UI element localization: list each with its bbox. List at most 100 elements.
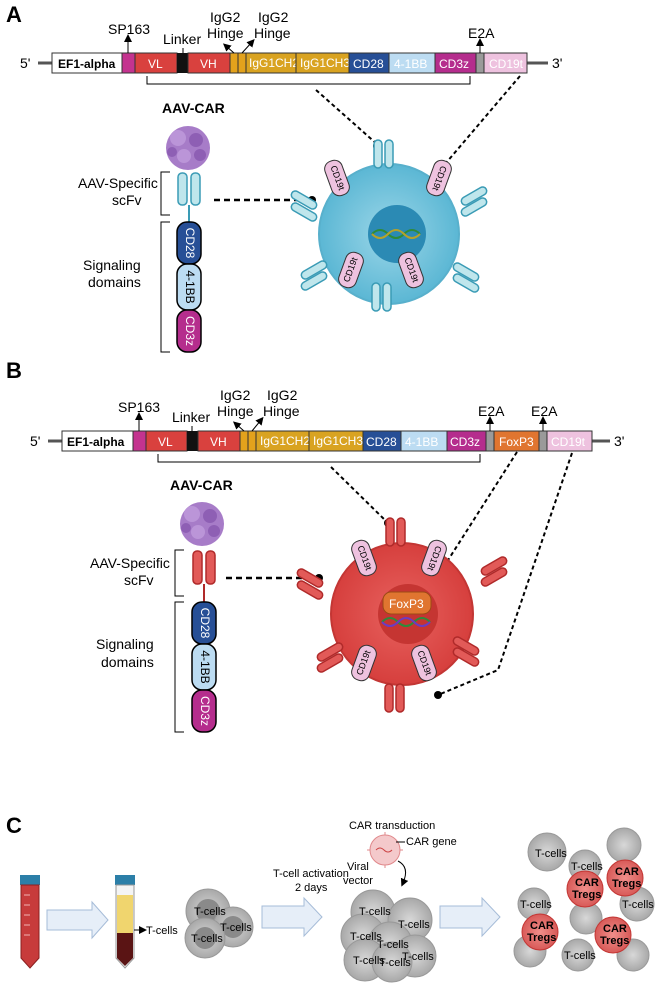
blood-tube-icon bbox=[20, 875, 40, 969]
sp163-segment bbox=[121, 52, 136, 74]
tcell-label-1: T-cells bbox=[194, 906, 226, 918]
scfv-label-1: AAV-Specific bbox=[78, 175, 158, 191]
activation-label-1: T-cell activation bbox=[273, 868, 349, 880]
hinge2-segment bbox=[237, 52, 247, 74]
arrow-3 bbox=[439, 896, 501, 938]
e2a-label-b2: E2A bbox=[531, 403, 558, 419]
car-a: AAV-CAR CD28 4-1BB CD3z AAV-Specific scF… bbox=[78, 100, 225, 353]
car-gene-label: CAR gene bbox=[406, 836, 457, 848]
ef1-alpha-label-b: EF1-alpha bbox=[67, 435, 125, 449]
five-prime-label-b: 5' bbox=[30, 433, 40, 449]
viral-label-1: Viral bbox=[347, 861, 369, 873]
panel-a-letter: A bbox=[6, 2, 22, 27]
activation-label-2: 2 days bbox=[295, 882, 328, 894]
hinge1-segment bbox=[229, 52, 239, 74]
tcell-label-15: T-cells bbox=[564, 950, 596, 962]
aav-car-label: AAV-CAR bbox=[162, 100, 225, 116]
cd3z-label: CD3z bbox=[439, 57, 469, 71]
car-b: AAV-CAR CD28 4-1BB CD3z AAV-Specific scF… bbox=[90, 477, 233, 733]
car-label-4: CAR bbox=[603, 923, 627, 935]
foxp3-label-b: FoxP3 bbox=[499, 435, 534, 449]
vl-label-b: VL bbox=[158, 435, 173, 449]
five-prime-label: 5' bbox=[20, 55, 30, 71]
4-1bb-label: 4-1BB bbox=[394, 57, 427, 71]
ch3-label-b: IgG1CH3 bbox=[313, 434, 363, 448]
ch3-label: IgG1CH3 bbox=[300, 56, 350, 70]
tregs-label-4: Tregs bbox=[600, 935, 629, 947]
tcell-label-9: T-cells bbox=[353, 955, 385, 967]
tcell-cluster-2: T-cells T-cells T-cells T-cells T-cells … bbox=[340, 889, 437, 983]
tcell-label-12: T-cells bbox=[571, 861, 603, 873]
car-cd3z-label: CD3z bbox=[183, 316, 197, 346]
car-b-4-1bb-label: 4-1BB bbox=[198, 650, 212, 683]
tregs-label-3: Tregs bbox=[527, 932, 556, 944]
ch2-label-b: IgG1CH2 bbox=[260, 434, 310, 448]
tcell-label-10: T-cells bbox=[379, 957, 411, 969]
car-label-1: CAR bbox=[575, 877, 599, 889]
arrow-2 bbox=[261, 896, 323, 938]
tcell-label-8: T-cells bbox=[402, 951, 434, 963]
sp163-label: SP163 bbox=[108, 21, 150, 37]
transduction-label: CAR transduction bbox=[349, 820, 435, 832]
foxp3-nucleus-label: FoxP3 bbox=[389, 597, 424, 611]
cd19t-label-b: CD19t bbox=[551, 435, 586, 449]
e2a-segment bbox=[475, 52, 485, 74]
vh-label-b: VH bbox=[210, 435, 227, 449]
separated-tube-icon bbox=[115, 875, 135, 969]
linker-label-b: Linker bbox=[172, 409, 210, 425]
aav-capsid-icon bbox=[166, 126, 210, 170]
signaling-label-b2: domains bbox=[101, 654, 154, 670]
panel-c-letter: C bbox=[6, 813, 22, 838]
signaling-label-2: domains bbox=[88, 274, 141, 290]
aav-car-label-b: AAV-CAR bbox=[170, 477, 233, 493]
car-4-1bb-label: 4-1BB bbox=[183, 270, 197, 303]
construct-b: 5' 3' EF1-alpha VL VH IgG1CH2 IgG1CH3 CD… bbox=[30, 387, 624, 463]
tcell-label-13: T-cells bbox=[520, 899, 552, 911]
tcell-label-2: T-cells bbox=[220, 922, 252, 934]
arrow-1 bbox=[46, 900, 109, 940]
panel-b-letter: B bbox=[6, 358, 22, 383]
e2a-label-b1: E2A bbox=[478, 403, 505, 419]
e2a-label: E2A bbox=[468, 25, 495, 41]
tcell-cluster-1: T-cells T-cells T-cells bbox=[184, 888, 254, 959]
cd19t-segment bbox=[483, 52, 528, 74]
tregs-label-2: Tregs bbox=[612, 878, 641, 890]
three-prime-label: 3' bbox=[552, 55, 562, 71]
ef1-alpha-label: EF1-alpha bbox=[58, 57, 116, 71]
tcell-label-4: T-cells bbox=[359, 906, 391, 918]
linker-segment bbox=[177, 53, 188, 73]
tcell-label-14: T-cells bbox=[622, 899, 654, 911]
construct-a: 5' 3' EF1-alpha VL VH IgG1CH2 IgG1CH3 CD… bbox=[20, 9, 562, 85]
car-t-cell-a: CD19t CD19t CD19t CD19t bbox=[214, 75, 521, 312]
car-label-3: CAR bbox=[530, 920, 554, 932]
car-label-2: CAR bbox=[615, 866, 639, 878]
viral-vector-icon bbox=[367, 832, 403, 868]
ch2-label: IgG1CH2 bbox=[249, 56, 299, 70]
tcell-label-5: T-cells bbox=[398, 919, 430, 931]
tcell-label-6: T-cells bbox=[350, 931, 382, 943]
car-treg-expansion: T-cells T-cells T-cells T-cells T-cells … bbox=[513, 827, 655, 972]
tcell-label-3: T-cells bbox=[191, 933, 223, 945]
4-1bb-label-b: 4-1BB bbox=[405, 435, 438, 449]
cd3z-label-b: CD3z bbox=[450, 435, 480, 449]
vh-label: VH bbox=[200, 57, 217, 71]
car-b-cd3z-label: CD3z bbox=[198, 696, 212, 726]
viral-label-2: vector bbox=[343, 875, 373, 887]
aav-capsid-icon-b bbox=[180, 502, 224, 546]
scfv-label-b1: AAV-Specific bbox=[90, 555, 170, 571]
linker-label: Linker bbox=[163, 31, 201, 47]
cd28-label-b: CD28 bbox=[366, 435, 397, 449]
scfv-label-2: scFv bbox=[112, 192, 142, 208]
three-prime-label-b: 3' bbox=[614, 433, 624, 449]
signaling-label-1: Signaling bbox=[83, 257, 141, 273]
sp163-label-b: SP163 bbox=[118, 399, 160, 415]
signaling-label-b1: Signaling bbox=[96, 636, 154, 652]
tcells-arrow-label: T-cells bbox=[146, 925, 178, 937]
cd19t-label: CD19t bbox=[489, 57, 524, 71]
car-cd28-label: CD28 bbox=[183, 228, 197, 259]
